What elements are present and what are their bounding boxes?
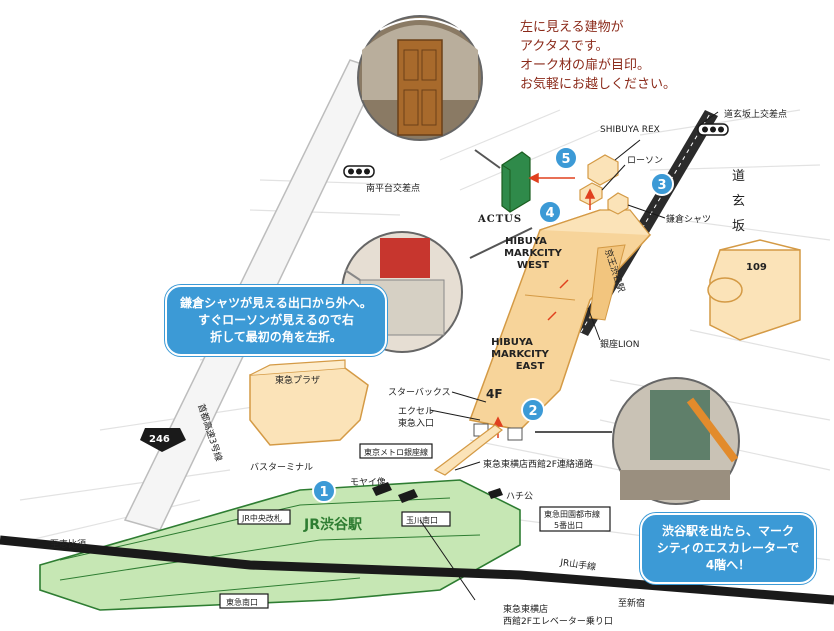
photo-actus-entrance [357,15,483,141]
step4-line-2: すぐローソンが見えるので右 [198,313,354,327]
route-arrows [492,172,596,438]
exit-boxes [219,443,611,609]
to-ebisu-label: 至恵比須 [50,538,86,550]
tokyu-south-exit-label: 東急南口 [226,597,258,607]
markcity-east-3: EAST [516,361,545,372]
hachiko-label: ハチ公 [506,491,533,502]
markcity-east-1: HIBUYA [491,337,533,348]
dogenzaka-1: 道 [732,169,745,184]
landmark-markers [372,482,503,503]
tamagawa-exit-label: 玉川南口 [406,515,438,525]
step4-instruction-bubble: 鎌倉シャツが見える出口から外へ。 すぐローソンが見えるので右 折して最初の角を左… [165,285,387,356]
markcity-east-2: MARKCITY [491,349,550,360]
actus-label: ACTUS [477,214,522,225]
step4-line-1: 鎌倉シャツが見える出口から外へ。 [180,296,372,310]
markcity-west-2: MARKCITY [504,248,563,259]
route-246-sign [140,428,186,452]
actus-building [501,151,531,213]
escalator-icons [473,423,523,441]
tokyu-elevator-label-1: 東急東横店 [503,603,548,615]
jr-shibuya-label: JR渋谷駅 [303,516,363,533]
kamakura-shirts-label: 鎌倉シャツ [666,213,711,225]
step-4-number: 4 [545,206,554,221]
markcity-west-1: HIBUYA [505,236,547,247]
escalator-entry-label-1: エクセル [398,406,434,417]
step-markers [312,146,674,503]
minami-heidai-label: 南平台交差点 [366,182,420,194]
moyai-label: モヤイ像 [350,476,386,488]
traffic-light-icons [343,123,729,178]
markcity-west-3: WEST [517,260,549,271]
denentoshi-exit-label-2: 5番出口 [554,520,583,530]
step-3-number: 3 [657,178,666,193]
building-109 [707,239,801,341]
step-1-number: 1 [319,485,328,500]
actus-note-line-3: オーク材の扉が目印。 [520,58,651,73]
actus-note-line-2: アクタスです。 [520,39,609,54]
metro-ginza-line [433,424,503,476]
starbucks-label: スターバックス [388,387,451,398]
step4-line-3: 折して最初の角を左折。 [210,330,342,344]
lawson-label: ローソン [627,156,663,166]
bus-terminal-label: バスターミナル [250,462,313,473]
step2-instruction-bubble: 渋谷駅を出たら、マーク シティのエスカレーターで 4階へ！ [640,513,816,584]
leader-lines [419,111,719,601]
actus-note-line-1: 左に見える建物が [520,20,624,35]
denentoshi-exit-label-1: 東急田園都市線 [544,509,600,519]
ginza-lion-label: 銀座LION [600,338,640,350]
step2-line-2: シティのエスカレーターで [656,541,800,555]
jr-yamanote-line [0,535,834,605]
jr-yamanote-label: JR山手線 [559,556,597,573]
tokyu-plaza-label: 東急プラザ [275,374,320,386]
tokyu-elevator-label-2: 西館2Fエレベーター乗り口 [503,615,613,627]
tokyu-plaza-building [249,359,369,446]
shibuya-rex-label: SHIBUYA REX [600,125,660,135]
dogenzaka-2: 玄 [732,194,745,209]
route-246-label: 246 [149,434,170,445]
tokyu-toyoko-west-label: 東急東横店西館2F連絡通路 [483,458,593,470]
jr-shibuya-station [39,479,521,611]
dogenzaka-3: 坂 [732,219,745,234]
actus-note: 左に見える建物が アクタスです。 オーク材の扉が目印。 お気軽にお越しください。 [520,18,676,94]
keio-shibuya-station [589,244,626,321]
step2-line-1: 渋谷駅を出たら、マーク [661,524,794,538]
photo-markcity-escalator [612,377,740,505]
escalator-entry-label-2: 東急入口 [398,417,434,429]
step-2-number: 2 [528,404,537,419]
kamakura-shirts-building [607,192,629,215]
dogenzaka-ue-label: 道玄坂上交差点 [724,108,787,120]
to-shinjuku-label: 至新宿 [618,597,645,609]
floor-4f-label: 4F [486,387,503,401]
metro-ginza-label: 東京メトロ銀座線 [364,447,428,457]
step2-line-3: 4階へ！ [705,558,751,572]
jr-central-gate-label: JR中央改札 [241,513,282,523]
building-109-label: 109 [746,262,767,273]
shibuya-rex-building [587,154,619,186]
step-5-number: 5 [561,152,570,167]
actus-note-line-4: お気軽にお越しください。 [520,77,677,92]
